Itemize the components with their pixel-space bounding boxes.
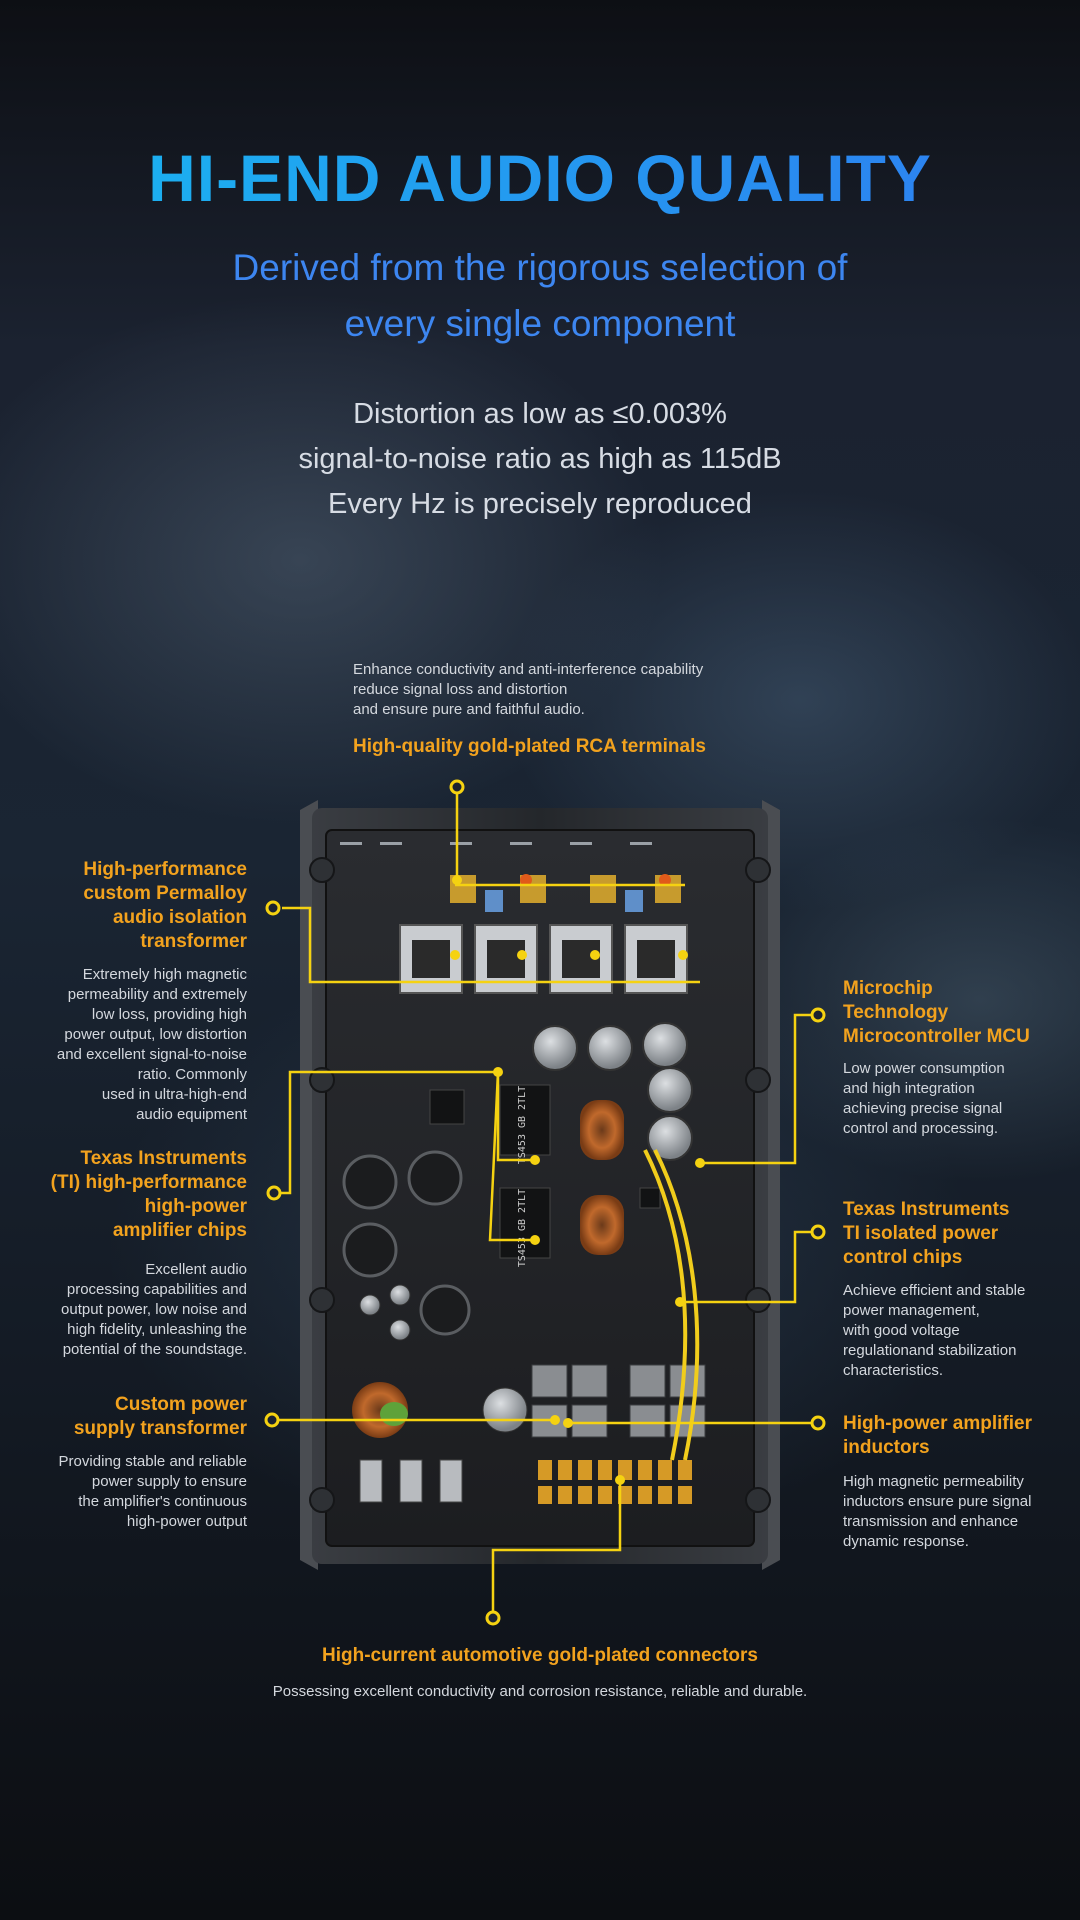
transformer-callout-line: [282, 906, 700, 984]
connectors-description: Possessing excellent conductivity and co…: [272, 1683, 808, 1700]
amplifier-board-image: TS453 GB 2TLT TS453 GB 2TLT: [300, 800, 780, 1570]
inductors-description: High magnetic permeability inductors ens…: [843, 1473, 1032, 1550]
subtitle-line-1: Derived from the rigorous selection of: [232, 247, 848, 288]
subtitle-line-2: every single component: [344, 303, 736, 344]
rca-callout-dot: [449, 779, 465, 795]
mcu-label: Microchip Technology Microcontroller MCU: [843, 978, 1030, 1047]
connectors-label: High-current automotive gold-plated conn…: [322, 1645, 758, 1666]
power-transformer-callout-dot: [264, 1412, 280, 1428]
power-transformer-label: Custom power supply transformer: [73, 1394, 247, 1439]
page-title: HI-END AUDIO QUALITY: [0, 140, 1080, 216]
ti-amp-label: Texas Instruments (TI) high-performance …: [50, 1148, 247, 1241]
spec-distortion: Distortion as low as ≤0.003%: [353, 398, 727, 430]
ti-power-callout-line: [680, 1230, 818, 1304]
rca-description: Enhance conductivity and anti-interferen…: [353, 661, 704, 718]
connectors-callout-line: [491, 1480, 622, 1618]
mcu-callout-line: [700, 1013, 818, 1165]
inductors-callout-dot: [810, 1415, 826, 1431]
ti-amp-callout-line: [280, 1070, 498, 1195]
ti-amp-description: Excellent audio processing capabilities …: [61, 1261, 247, 1358]
chip-marking-1: TS453 GB 2TLT: [517, 1086, 528, 1164]
spec-snr: signal-to-noise ratio as high as 115dB: [298, 443, 782, 475]
chip-marking-2: TS453 GB 2TLT: [517, 1189, 528, 1267]
ti-amp-callout-dot: [266, 1185, 282, 1201]
rca-label: High-quality gold-plated RCA terminals: [353, 736, 706, 757]
inductors-label: High-power amplifier inductors: [843, 1413, 1032, 1458]
transformer-description: Extremely high magnetic permeability and…: [56, 966, 247, 1123]
transformer-callout-dot: [265, 900, 281, 916]
ti-power-description: Achieve efficient and stable power manag…: [843, 1282, 1026, 1379]
ti-power-label: Texas Instruments TI isolated power cont…: [843, 1199, 1010, 1268]
connectors-callout-dot: [485, 1610, 501, 1626]
spec-frequency: Every Hz is precisely reproduced: [328, 488, 752, 520]
transformer-label: High-performance custom Permalloy audio …: [83, 859, 247, 952]
ti-power-callout-dot: [810, 1224, 826, 1240]
power-transformer-description: Providing stable and reliable power supp…: [58, 1453, 247, 1530]
mcu-description: Low power consumption and high integrati…: [843, 1060, 1005, 1137]
mcu-callout-dot: [810, 1007, 826, 1023]
